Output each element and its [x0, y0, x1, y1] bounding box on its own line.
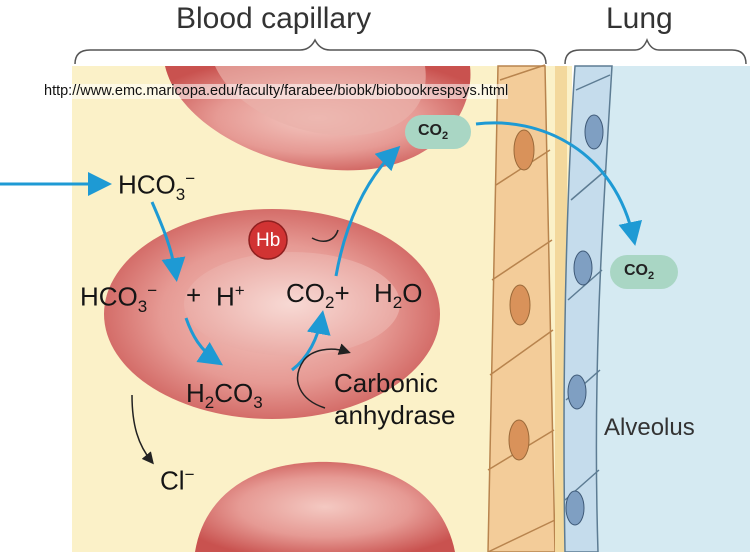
co2-out-of-rbc-arrow: [334, 145, 401, 277]
bicarbonate-entry-arrow: [150, 201, 186, 282]
water-label: H2O: [374, 278, 423, 313]
co2-rbc-label: CO2+: [286, 278, 350, 313]
hemoglobin-circle: [248, 220, 288, 260]
alveolus-region: [588, 66, 750, 552]
hemoglobin-label: Hb: [256, 230, 281, 251]
enzyme-label-line2: anhydrase: [334, 400, 456, 430]
bicarbonate-rbc-label: HCO3−: [80, 281, 158, 316]
lung-title: Lung: [606, 2, 673, 35]
co2-capillary-pill: [405, 115, 471, 149]
alveolus-label: Alveolus: [604, 414, 695, 441]
chloride-label: Cl−: [160, 465, 195, 496]
alveolar-epithelium: [563, 65, 613, 552]
co2-diffusion-arrow: [475, 121, 643, 246]
hb-release-arrow: [311, 229, 339, 242]
bicarbonate-inflow-label: HCO3−: [118, 169, 196, 204]
lung-bracket: [564, 37, 747, 65]
co2-capillary-label: CO2: [418, 122, 449, 143]
co2-alveolus-label: CO2: [624, 262, 655, 283]
chloride-shift-arrow: [131, 394, 154, 465]
co2-alveolus-pill: [610, 255, 678, 289]
carbonic-acid-split-arrow: [291, 310, 331, 372]
blood-capillary-title: Blood capillary: [176, 2, 372, 35]
source-url: http://www.emc.maricopa.edu/faculty/fara…: [44, 83, 509, 99]
proton-label: H+: [216, 281, 245, 312]
rbc-bottom: [195, 461, 455, 552]
endothelial-wall: [487, 64, 556, 552]
plus-sign: +: [186, 280, 202, 310]
carbonic-acid-label: H2CO3: [186, 378, 263, 413]
capillary-bracket: [74, 38, 547, 65]
carbonic-anhydrase-arrow: [296, 343, 351, 409]
carbonic-acid-formation-arrow: [184, 317, 223, 366]
enzyme-label-line1: Carbonic: [334, 368, 439, 398]
